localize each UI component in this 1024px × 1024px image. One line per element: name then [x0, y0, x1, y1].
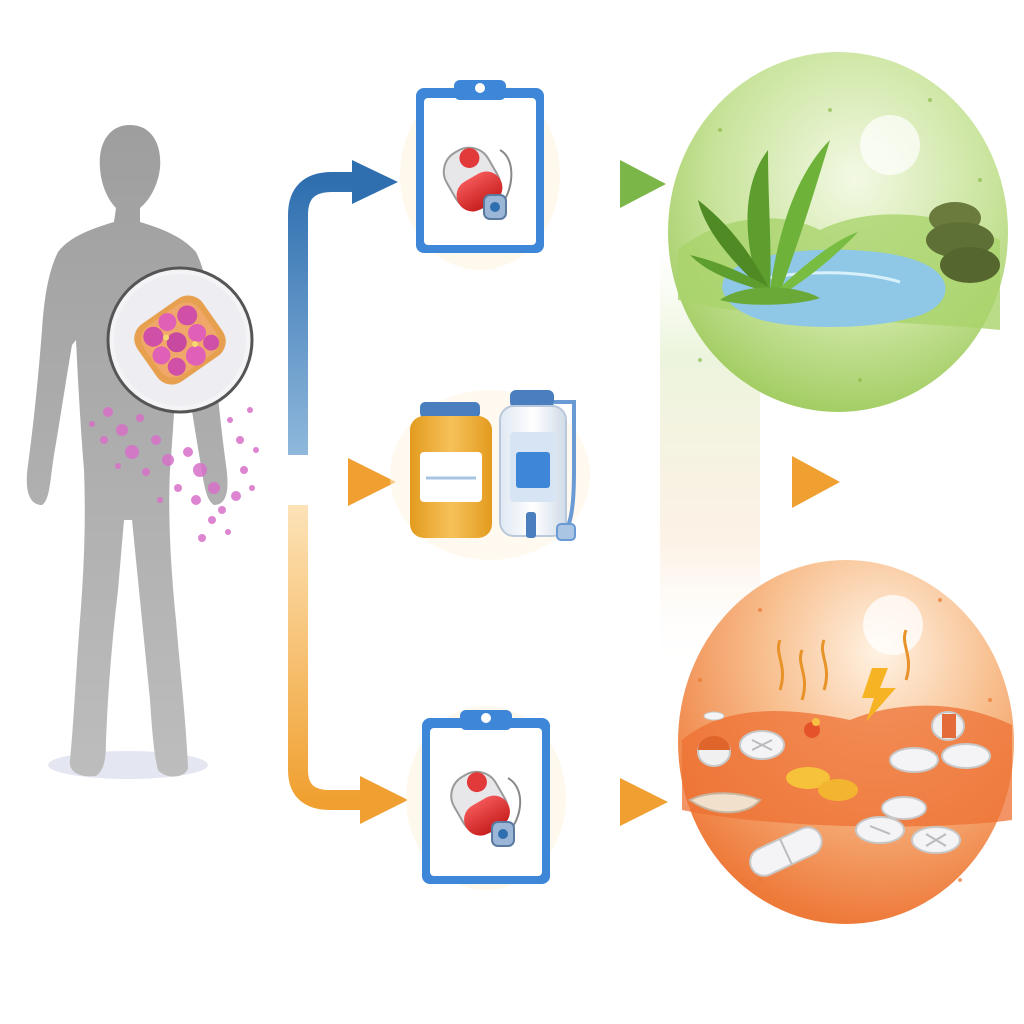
nature-pond-scene-icon	[668, 52, 1008, 412]
clipboard-device-icon	[400, 80, 560, 270]
arrow-to-adverse-outcome	[548, 778, 668, 826]
arrow-from-medication	[570, 456, 840, 508]
tumor-cell-icon	[106, 266, 254, 414]
arrow-to-healthy-outcome	[545, 160, 666, 208]
scattered-pills-scene-icon	[678, 560, 1014, 924]
clipboard-device-icon	[406, 706, 566, 890]
pills	[688, 711, 991, 877]
medicine-bottles-icon	[390, 390, 590, 560]
arrow-to-plan-bottom	[288, 505, 408, 824]
arrow-to-medication	[210, 458, 396, 506]
arrow-to-plan-top	[288, 160, 398, 455]
